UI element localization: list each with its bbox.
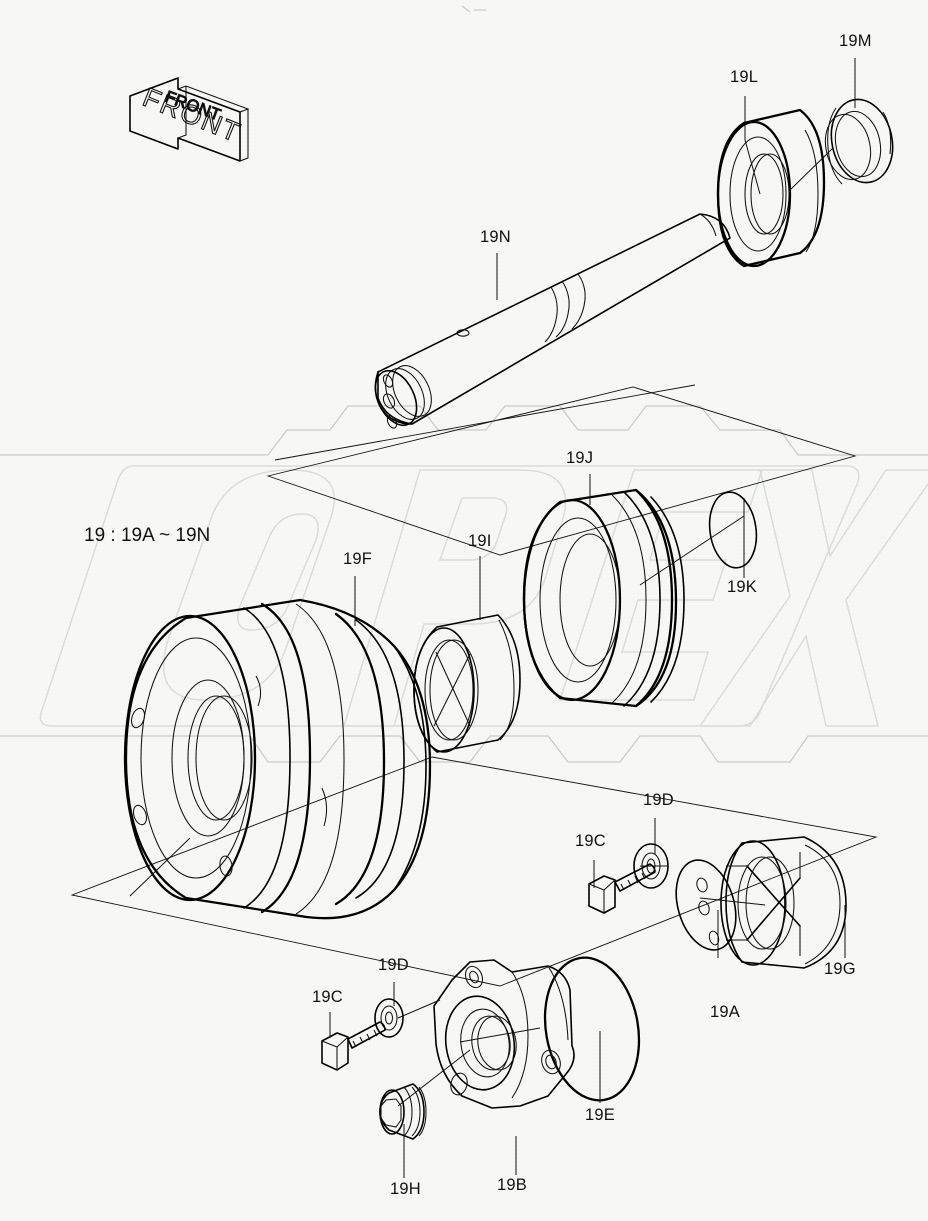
part-labels: 19M 19L 19N 19J 19I 19K 19F 19D 19C 19G … xyxy=(84,32,872,1198)
label-19G: 19G xyxy=(824,960,856,978)
label-19D-left: 19D xyxy=(378,956,409,974)
label-19J: 19J xyxy=(566,449,593,467)
group-boundary-markers xyxy=(70,384,878,987)
part-19M-seal-ring xyxy=(824,98,894,185)
group-range-label: 19 : 19A ~ 19N xyxy=(84,525,210,546)
label-19F: 19F xyxy=(343,550,372,568)
label-19M: 19M xyxy=(839,32,872,50)
part-19I-bushing xyxy=(413,614,521,753)
part-19K-o-ring xyxy=(708,491,758,569)
label-19K: 19K xyxy=(727,578,757,596)
part-19D-washer-left xyxy=(374,998,404,1038)
label-19D-right: 19D xyxy=(643,791,674,809)
part-19F-roller xyxy=(123,598,432,920)
watermark-group xyxy=(0,5,928,763)
label-19N: 19N xyxy=(480,228,511,246)
label-19L: 19L xyxy=(730,68,758,86)
label-19I: 19I xyxy=(468,532,492,550)
part-19E-o-ring-large xyxy=(543,956,641,1102)
label-19C-right: 19C xyxy=(575,832,606,850)
label-19C-left: 19C xyxy=(312,988,343,1006)
label-19E: 19E xyxy=(585,1106,615,1124)
part-19N-shaft xyxy=(374,213,731,429)
part-19C-bolt-left xyxy=(321,1021,386,1071)
label-19H: 19H xyxy=(390,1180,421,1198)
part-19J-collar xyxy=(522,488,685,708)
part-19C-bolt-right xyxy=(588,863,656,914)
part-19L-bearing xyxy=(716,108,826,268)
leader-lines xyxy=(129,58,856,1178)
label-19A: 19A xyxy=(710,1003,740,1021)
part-19H-set-screw xyxy=(379,1083,427,1140)
label-19B: 19B xyxy=(497,1176,527,1194)
part-19B-end-cover xyxy=(433,959,575,1109)
part-19A-lock-plate xyxy=(675,859,737,951)
